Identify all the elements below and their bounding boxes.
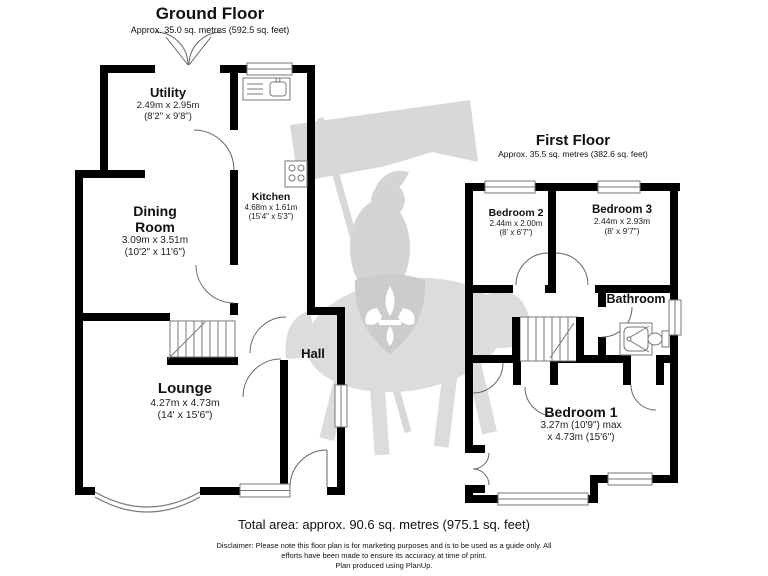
gf-hall-door-arc <box>249 316 287 354</box>
ff-windows <box>484 180 682 506</box>
gf-stairs-diagonal <box>167 321 206 360</box>
watermark-rider-plume <box>375 170 409 190</box>
gf-dining-door-arc <box>195 264 235 304</box>
watermark-knight <box>285 100 531 456</box>
gf-stairs <box>167 320 236 360</box>
ff-stairs-left-wall <box>512 317 520 363</box>
gf-kitchen-door-arc <box>193 129 235 171</box>
ff-bedroom2-door-arc <box>515 252 549 286</box>
ff-recess-door-arc1 <box>472 452 490 470</box>
sink-bowl-icon <box>269 81 287 97</box>
toilet-tank-icon <box>661 330 670 348</box>
room-label-bedroom-1: Bedroom 1 3.27m (10'9") max x 4.73m (15'… <box>540 404 622 443</box>
first-floor-title: First Floor <box>535 132 611 149</box>
first-floor-plan <box>465 180 682 506</box>
ff-bedroom3-door-arc <box>555 252 589 286</box>
first-floor-subtitle: Approx. 35.5 sq. metres (382.6 sq. feet) <box>498 149 648 159</box>
ff-bedroom1-door-arc <box>524 386 555 417</box>
room-label-bedroom-2: Bedroom 2 2.44m x 2.00m (8' x 6'7") <box>488 207 544 238</box>
ground-floor-title: Ground Floor <box>155 4 265 23</box>
ff-recess-door-arc2 <box>472 468 490 486</box>
toilet-bowl-icon <box>647 332 663 346</box>
ff-stairs-diagonal <box>549 322 575 359</box>
sink-tap-icon <box>275 77 281 83</box>
ff-door-arcs <box>472 252 657 486</box>
gf-front-door-arc <box>289 449 328 488</box>
room-label-hall: Hall <box>301 346 325 361</box>
hob-icon <box>284 160 308 188</box>
gf-french-doors <box>154 31 189 66</box>
room-label-kitchen: Kitchen 4.68m x 1.61m (15'4" x 5'3") <box>244 191 298 222</box>
disclaimer-text: Disclaimer: Please note this floor plan … <box>216 541 552 570</box>
ff-bathroom-fixtures <box>619 322 670 356</box>
ff-stairs <box>512 316 584 363</box>
ground-floor-subtitle: Approx. 35.0 sq. metres (592.5 sq. feet) <box>130 25 290 35</box>
watermark-rider-head <box>371 183 405 217</box>
gf-walls <box>75 65 345 495</box>
gf-kitchen-fixtures <box>242 77 308 188</box>
room-label-bathroom: Bathroom <box>606 292 666 306</box>
gf-door-arcs <box>154 31 328 488</box>
room-label-bedroom-3: Bedroom 3 2.44m x 2.93m (8' x 9'7") <box>591 204 653 236</box>
total-area-text: Total area: approx. 90.6 sq. metres (975… <box>238 517 530 532</box>
room-label-utility: Utility 2.49m x 2.95m (8'2" x 9'8") <box>136 85 200 122</box>
room-label-dining-room: Dining Room 3.09m x 3.51m (10'2" x 11'6"… <box>121 203 189 258</box>
ff-closet-door-arc <box>630 384 657 411</box>
gf-lounge-door-arc <box>242 358 282 398</box>
ff-stairs-right-wall <box>576 317 584 363</box>
watermark-fleur-de-lis <box>365 286 415 346</box>
watermark-rider-torso <box>350 200 410 296</box>
watermark-flag <box>290 100 478 182</box>
watermark-horse-tail <box>285 310 316 359</box>
ff-landing-door-arc <box>472 362 504 394</box>
gf-windows <box>239 62 348 498</box>
room-label-lounge: Lounge 4.27m x 4.73m (14' x 15'6") <box>150 380 220 422</box>
ground-floor-plan <box>75 31 348 513</box>
gf-bay-window <box>94 491 201 513</box>
